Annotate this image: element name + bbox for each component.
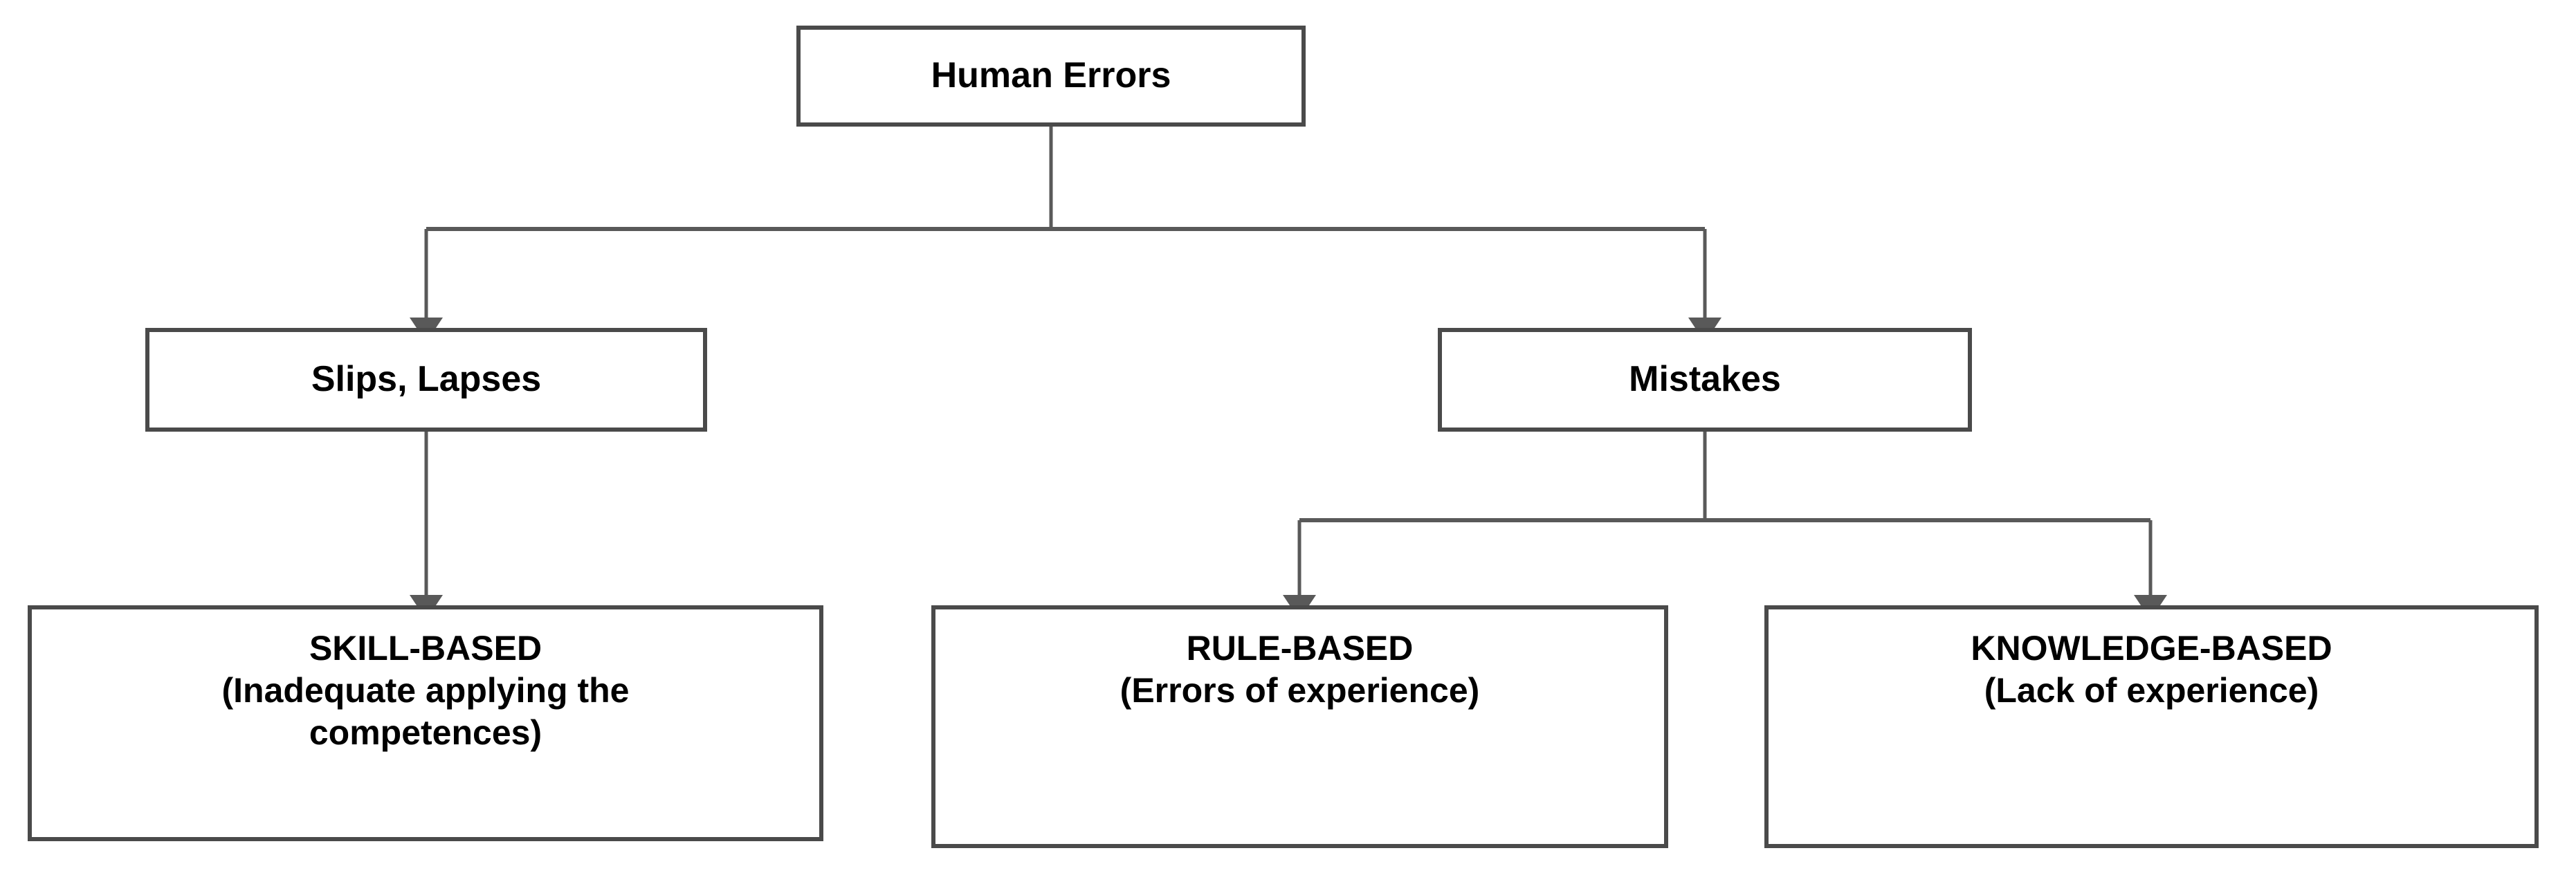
node-knowledge-based[interactable]: KNOWLEDGE-BASED (Lack of experience)	[1764, 605, 2539, 848]
node-skill-based-label: SKILL-BASED (Inadequate applying the com…	[221, 629, 630, 752]
node-knowledge-based-label: KNOWLEDGE-BASED (Lack of experience)	[1971, 629, 2332, 710]
node-mistakes[interactable]: Mistakes	[1438, 328, 1972, 432]
node-slips-lapses-label: Slips, Lapses	[311, 359, 542, 400]
node-mistakes-label: Mistakes	[1629, 359, 1781, 400]
node-human-errors-label: Human Errors	[931, 55, 1171, 96]
node-human-errors[interactable]: Human Errors	[796, 26, 1306, 127]
node-rule-based[interactable]: RULE-BASED (Errors of experience)	[931, 605, 1668, 848]
node-skill-based[interactable]: SKILL-BASED (Inadequate applying the com…	[28, 605, 823, 841]
node-slips-lapses[interactable]: Slips, Lapses	[145, 328, 707, 432]
node-rule-based-label: RULE-BASED (Errors of experience)	[1120, 629, 1480, 710]
